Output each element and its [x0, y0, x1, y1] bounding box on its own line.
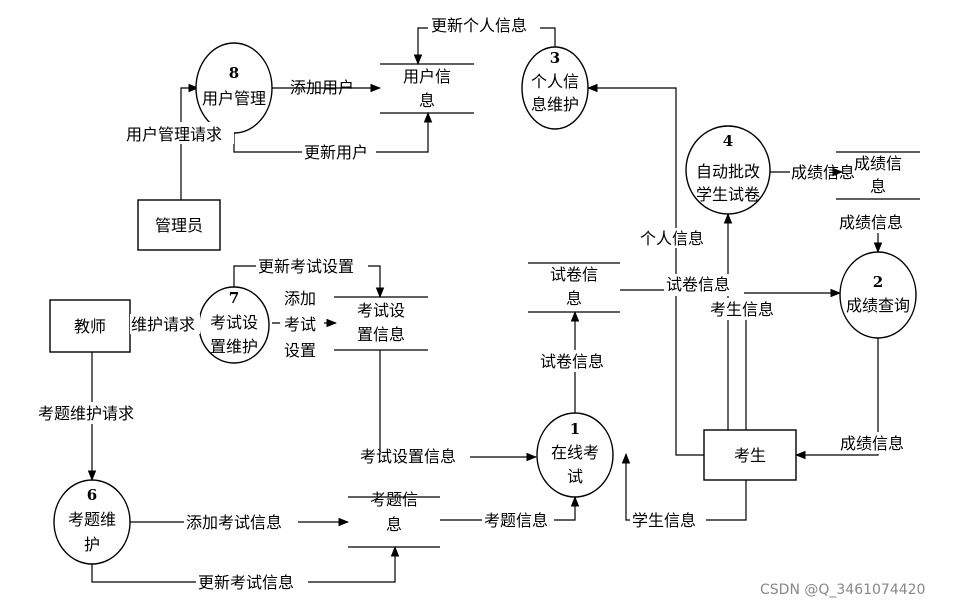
- flow-add-setting-label-1: 添加: [284, 289, 316, 308]
- process-7-label-1: 考试设: [210, 313, 258, 332]
- store-user-info-label-2: 息: [419, 91, 435, 110]
- flow-exam-setting-info-label: 考试设置信息: [360, 447, 456, 466]
- store-question-info-label-2: 息: [386, 515, 402, 534]
- process-6-number: 6: [87, 486, 97, 504]
- flow-personal-info: [586, 83, 704, 456]
- flow-add-setting-label-3: 设置: [284, 341, 316, 360]
- store-question-info-label-1: 考题信: [370, 490, 418, 509]
- process-3-circle: [521, 46, 589, 130]
- flow-label-bg: [428, 14, 540, 34]
- flow-update-exam-info-label: 更新考试信息: [198, 573, 294, 592]
- data-store-user-info: [380, 63, 474, 114]
- flow-label-bg: [196, 572, 308, 594]
- process-6-label-1: 考题维: [68, 510, 116, 529]
- flow-paper-info-b-label: 试卷信息: [540, 352, 604, 371]
- flow-label-bg: [482, 510, 554, 532]
- flow-add-user-label: 添加用户: [290, 78, 354, 97]
- store-exam-setting-label-2: 置信息: [357, 325, 405, 344]
- process-4-label-2: 学生试卷: [696, 185, 760, 204]
- store-paper-info-label-2: 息: [566, 289, 582, 308]
- flow-label-bg: [256, 256, 368, 276]
- flow-maintain-request-label: 维护请求: [131, 315, 195, 334]
- store-exam-setting-label-1: 考试设: [357, 301, 405, 320]
- flow-label-bg: [184, 512, 298, 534]
- process-8-number: 8: [229, 64, 239, 82]
- flow-label-bg: [630, 510, 706, 532]
- store-user-info-label-1: 用户信: [403, 67, 451, 86]
- store-grade-info-label-1: 成绩信: [854, 154, 902, 173]
- process-8-label: 用户管理: [202, 89, 266, 108]
- process-2-circle: [839, 251, 917, 339]
- process-1-circle: [536, 412, 614, 498]
- flow-update-user-label: 更新用户: [304, 143, 368, 162]
- entity-teacher-label: 教师: [74, 317, 106, 336]
- process-1-number: 1: [570, 420, 580, 438]
- flow-user-mgmt-request-label: 用户管理请求: [126, 125, 222, 144]
- flow-add-exam-info-label: 添加考试信息: [186, 513, 282, 532]
- process-3-label-2: 息维护: [531, 95, 579, 114]
- process-3-label-1: 个人信: [531, 72, 579, 91]
- process-4-circle: [685, 125, 771, 215]
- flow-label-bg: [538, 350, 612, 372]
- flow-update-personal-info-label: 更新个人信息: [431, 16, 527, 35]
- process-4-number: 4: [723, 132, 733, 150]
- flow-question-info-label: 考题信息: [484, 511, 548, 530]
- entity-admin-box: [137, 199, 221, 251]
- data-store-grade-info: [836, 151, 920, 200]
- flow-label-bg: [130, 314, 200, 334]
- process-2-label: 成绩查询: [846, 296, 910, 315]
- entity-student-label: 考生: [734, 446, 766, 465]
- flow-user-mgmt-request: [180, 83, 200, 200]
- data-store-question-info: [348, 496, 440, 548]
- process-6-label-2: 护: [84, 535, 100, 554]
- process-1-label-1: 在线考: [551, 443, 599, 462]
- data-store-paper-info: [528, 262, 620, 313]
- flow-add-setting-label-2: 考试: [284, 315, 316, 334]
- flow-update-exam-setting-label: 更新考试设置: [258, 257, 354, 276]
- flow-question-maint-request-label: 考题维护请求: [38, 404, 134, 423]
- flow-label-bg: [708, 298, 788, 320]
- flow-student-info-a-label: 考生信息: [710, 300, 774, 319]
- watermark-text: CSDN @Q_3461074420: [760, 582, 925, 598]
- process-8-circle: [195, 42, 273, 134]
- process-6-circle: [53, 479, 131, 565]
- flow-p2-to-student: [794, 338, 879, 460]
- flow-label-bg: [638, 228, 714, 248]
- entity-student-box: [703, 429, 797, 481]
- flow-label-bg: [280, 288, 324, 358]
- flow-personal-info-label: 个人信息: [640, 229, 704, 248]
- store-paper-info-label-1: 试卷信: [550, 265, 598, 284]
- entity-admin-label: 管理员: [155, 216, 203, 235]
- flow-label-bg: [124, 122, 234, 144]
- process-1-label-2: 试: [567, 467, 583, 486]
- flow-student-info-b-label: 学生信息: [632, 511, 696, 530]
- process-7-number: 7: [229, 289, 239, 307]
- flow-grade-info-b-label: 成绩信息: [839, 213, 903, 232]
- flow-label-bg: [36, 402, 148, 424]
- process-4-label-1: 自动批改: [696, 162, 760, 181]
- flow-grade-info-c-label: 成绩信息: [840, 434, 904, 453]
- flow-label-bg: [664, 274, 742, 296]
- process-2-number: 2: [873, 273, 883, 291]
- data-store-exam-setting: [334, 296, 428, 351]
- flow-label-bg: [302, 142, 376, 162]
- process-3-number: 3: [550, 49, 560, 67]
- store-grade-info-label-2: 息: [870, 177, 886, 196]
- process-7-label-2: 置维护: [210, 337, 258, 356]
- flow-grade-info-a-label: 成绩信息: [791, 163, 855, 182]
- flow-paper-info-a-label: 试卷信息: [666, 275, 730, 294]
- flow-label-bg: [838, 432, 916, 454]
